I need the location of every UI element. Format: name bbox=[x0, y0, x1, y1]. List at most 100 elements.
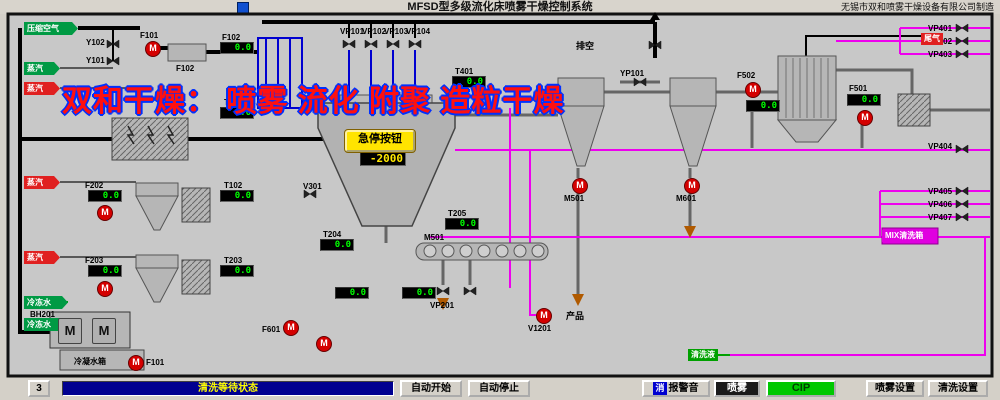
valve-stubs bbox=[112, 22, 921, 61]
instrument-tag-t102: T102 bbox=[224, 181, 243, 190]
instrument-tag-vp401: VP401 bbox=[928, 24, 953, 33]
instrument-tag-f101: F101 bbox=[140, 31, 159, 40]
instrument-tag-y101: Y101 bbox=[86, 56, 105, 65]
instrument-tag-vp103: VP103 bbox=[384, 27, 409, 36]
instrument-tag-vp104: VP104 bbox=[406, 27, 431, 36]
value-display: -2000 bbox=[360, 152, 406, 166]
value-display: 0.0 bbox=[320, 239, 354, 251]
instrument-tag-bh201: BH201 bbox=[30, 310, 55, 319]
instrument-tag-v1201: V1201 bbox=[528, 324, 552, 333]
stream-label: 压缩空气 bbox=[24, 22, 78, 35]
pump-icon[interactable]: M bbox=[145, 41, 161, 57]
cyclone-a bbox=[557, 77, 605, 167]
vent-label: 排空 bbox=[576, 41, 595, 51]
mute-alarm-button[interactable]: 消报警音 bbox=[642, 380, 710, 397]
pump-icon[interactable]: M bbox=[745, 82, 761, 98]
control-bar: 3 清洗等待状态 自动开始 自动停止 消报警音 喷雾 CIP 喷雾设置 清洗设置 bbox=[0, 378, 1000, 400]
mix-tank-label: MIX清洗箱 bbox=[882, 230, 927, 242]
cleaning-liquid-label: 清洗液 bbox=[688, 349, 718, 361]
title-bar: MFSD型多级流化床喷雾干燥控制系统 无锡市双和喷雾干燥设备有限公司制造 bbox=[0, 0, 1000, 14]
instrument-tag-f501: F501 bbox=[849, 84, 868, 93]
pump-icon[interactable]: M bbox=[684, 178, 700, 194]
electric-heater bbox=[111, 117, 189, 161]
auto-start-button[interactable]: 自动开始 bbox=[400, 380, 462, 397]
instrument-tag-vp406: VP406 bbox=[928, 200, 953, 209]
condensate-tank bbox=[59, 349, 145, 371]
manufacturer-label: 无锡市双和喷雾干燥设备有限公司制造 bbox=[840, 2, 994, 12]
instrument-tag-t205: T205 bbox=[448, 209, 467, 218]
instrument-tag-yp101: YP101 bbox=[620, 69, 645, 78]
instrument-tag-vp404: VP404 bbox=[928, 142, 953, 151]
value-display: 0.0 bbox=[445, 218, 479, 230]
clean-settings-button[interactable]: 清洗设置 bbox=[928, 380, 988, 397]
instrument-tag-y102: Y102 bbox=[86, 38, 105, 47]
cyclone-b bbox=[669, 77, 717, 167]
fan-f102 bbox=[167, 43, 207, 62]
instrument-tag-vp407: VP407 bbox=[928, 213, 953, 222]
discharge-arrow bbox=[437, 298, 449, 310]
pump-icon[interactable]: M bbox=[283, 320, 299, 336]
instrument-tag-t201: T201 bbox=[224, 98, 243, 107]
auto-stop-button[interactable]: 自动停止 bbox=[468, 380, 530, 397]
spray-settings-button[interactable]: 喷雾设置 bbox=[866, 380, 924, 397]
instrument-tag-t204: T204 bbox=[323, 230, 342, 239]
instrument-tag-vp405: VP405 bbox=[928, 187, 953, 196]
instrument-tag-f101: F101 bbox=[146, 358, 165, 367]
value-display: 0.0 bbox=[847, 94, 881, 106]
status-banner: 清洗等待状态 bbox=[62, 381, 394, 396]
pump-icon[interactable]: M bbox=[536, 308, 552, 324]
stream-label: 蒸汽 bbox=[24, 176, 60, 189]
stream-label: 冷冻水 bbox=[24, 296, 68, 309]
condensate-tank-label: 冷凝水箱 bbox=[74, 357, 106, 366]
instrument-tag-f601: F601 bbox=[262, 325, 281, 334]
instrument-tag-v301: V301 bbox=[303, 182, 322, 191]
instrument-tag-vp201: VP201 bbox=[430, 301, 455, 310]
instrument-tag-vp403: VP403 bbox=[928, 50, 953, 59]
instrument-tag-f203: F203 bbox=[85, 256, 104, 265]
cyclone-feeder-1 bbox=[135, 182, 211, 231]
instrument-tag-vp102: VP102 bbox=[362, 27, 387, 36]
instrument-tag-vp101: VP101 bbox=[340, 27, 365, 36]
instrument-tag-f502: F502 bbox=[737, 71, 756, 80]
stream-label: 蒸汽 bbox=[24, 62, 60, 75]
value-display: 0.0 bbox=[88, 265, 122, 277]
value-display: 0.0 bbox=[220, 190, 254, 202]
product-arrow-2 bbox=[684, 226, 696, 238]
value-display: 0.0 bbox=[220, 265, 254, 277]
page-title: MFSD型多级流化床喷雾干燥控制系统 bbox=[407, 1, 593, 13]
value-display: 0.0 bbox=[335, 287, 369, 299]
emergency-stop-button[interactable]: 急停按钮 bbox=[345, 130, 415, 152]
instrument-tag-t203: T203 bbox=[224, 256, 243, 265]
cip-button[interactable]: CIP bbox=[766, 380, 836, 397]
mute-alarm-label: 报警音 bbox=[668, 383, 699, 394]
value-display: 0.0 bbox=[220, 107, 254, 119]
exhaust-filter bbox=[897, 93, 931, 127]
motor-icon[interactable]: M bbox=[58, 318, 82, 344]
pump-icon[interactable]: M bbox=[128, 355, 144, 371]
spray-button[interactable]: 喷雾 bbox=[714, 380, 760, 397]
steam-lines bbox=[60, 67, 150, 258]
instrument-tag-m501: M501 bbox=[564, 194, 585, 203]
vent-arrow bbox=[650, 12, 660, 20]
pump-icon[interactable]: M bbox=[857, 110, 873, 126]
pump-icon[interactable]: M bbox=[572, 178, 588, 194]
value-display: 0.0 bbox=[402, 287, 436, 299]
blue-pipes bbox=[257, 37, 416, 109]
page-indicator-button[interactable]: 3 bbox=[28, 380, 50, 397]
pump-icon[interactable]: M bbox=[97, 205, 113, 221]
product-arrow bbox=[572, 294, 584, 306]
mute-icon: 消 bbox=[653, 382, 667, 395]
pump-icon[interactable]: M bbox=[316, 336, 332, 352]
air-pipes bbox=[18, 20, 657, 334]
product-label: 产品 bbox=[566, 311, 585, 321]
motor-icon[interactable]: M bbox=[92, 318, 116, 344]
value-display: 0.0 bbox=[452, 76, 486, 88]
value-display: 0.0 bbox=[746, 100, 780, 112]
cyclone-feeder-2 bbox=[135, 254, 211, 303]
value-display: 0.0 bbox=[220, 42, 254, 54]
pump-icon[interactable]: M bbox=[97, 281, 113, 297]
stream-label: 冷冻水 bbox=[24, 318, 68, 331]
